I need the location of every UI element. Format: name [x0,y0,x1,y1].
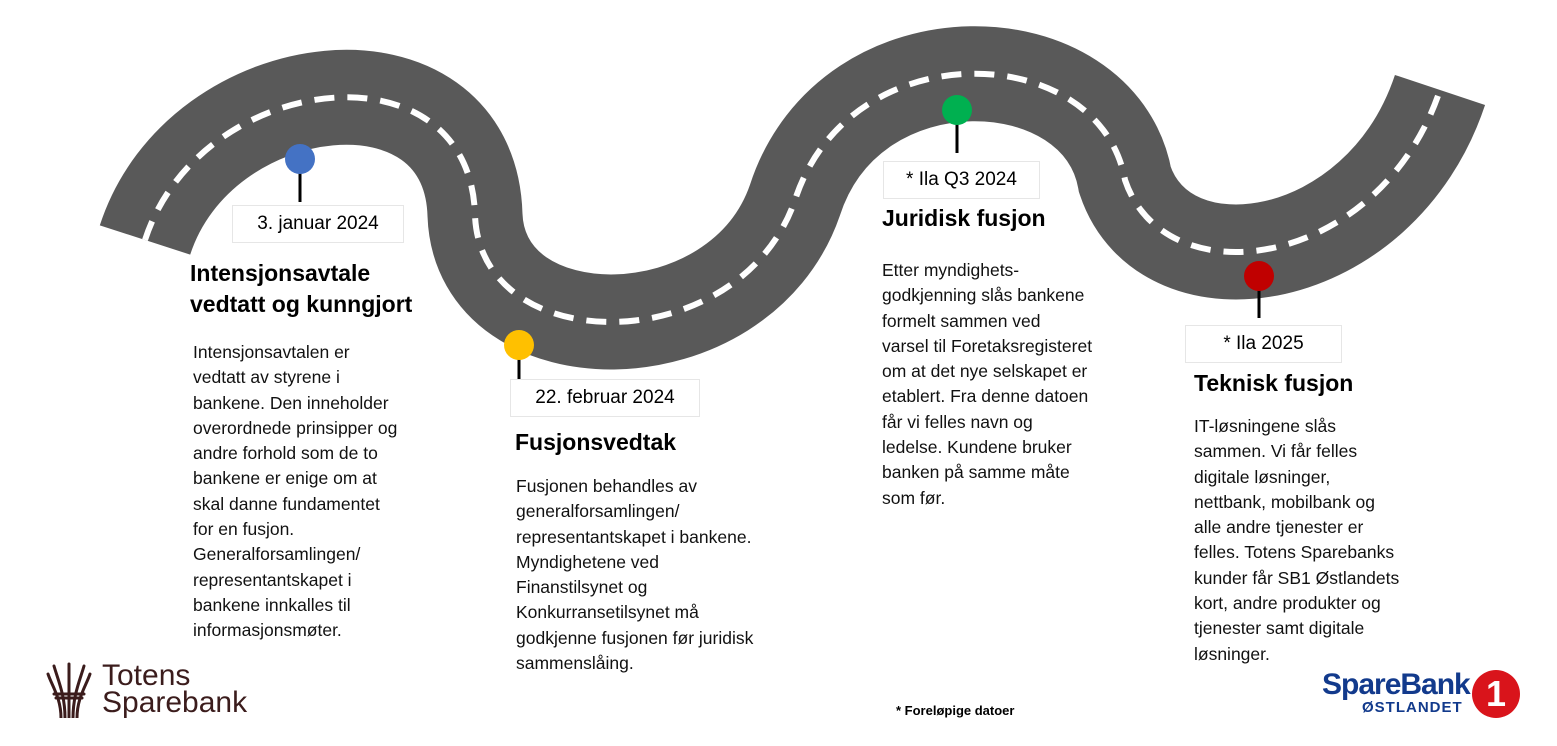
milestone-title-1: Intensjonsavtale vedtatt og kunngjort [190,258,412,320]
milestone-pin-3 [942,95,972,153]
milestone-date-3: * Ila Q3 2024 [883,161,1040,199]
sparebank-name: SpareBank [1322,668,1470,702]
milestone-date-1: 3. januar 2024 [232,205,404,243]
milestone-title-2: Fusjonsvedtak [515,427,676,458]
milestone-pin-1 [285,144,315,202]
milestone-text-2: Fusjonen behandles av generalforsamlinge… [516,474,753,676]
milestone-title-4: Teknisk fusjon [1194,368,1353,399]
totens-sparebank-logo: Totens Sparebank [46,660,247,718]
milestone-title-3: Juridisk fusjon [882,203,1046,234]
milestone-date-4: * Ila 2025 [1185,325,1342,363]
sparebank1-ostlandet-logo: SpareBank ØSTLANDET 1 [1322,668,1522,720]
wheat-sheaf-icon [46,660,92,718]
totens-sparebank-name: Totens Sparebank [102,662,247,716]
sparebank-region: ØSTLANDET [1362,699,1463,716]
milestone-date-2: 22. februar 2024 [510,379,700,417]
footnote: * Foreløpige datoer [896,703,1014,718]
sparebank1-badge: 1 [1472,670,1520,718]
milestone-text-1: Intensjonsavtalen er vedtatt av styrene … [193,340,397,644]
milestone-text-4: IT-løsningene slås sammen. Vi får felles… [1194,414,1399,667]
milestone-text-3: Etter myndighets- godkjenning slås banke… [882,258,1092,511]
